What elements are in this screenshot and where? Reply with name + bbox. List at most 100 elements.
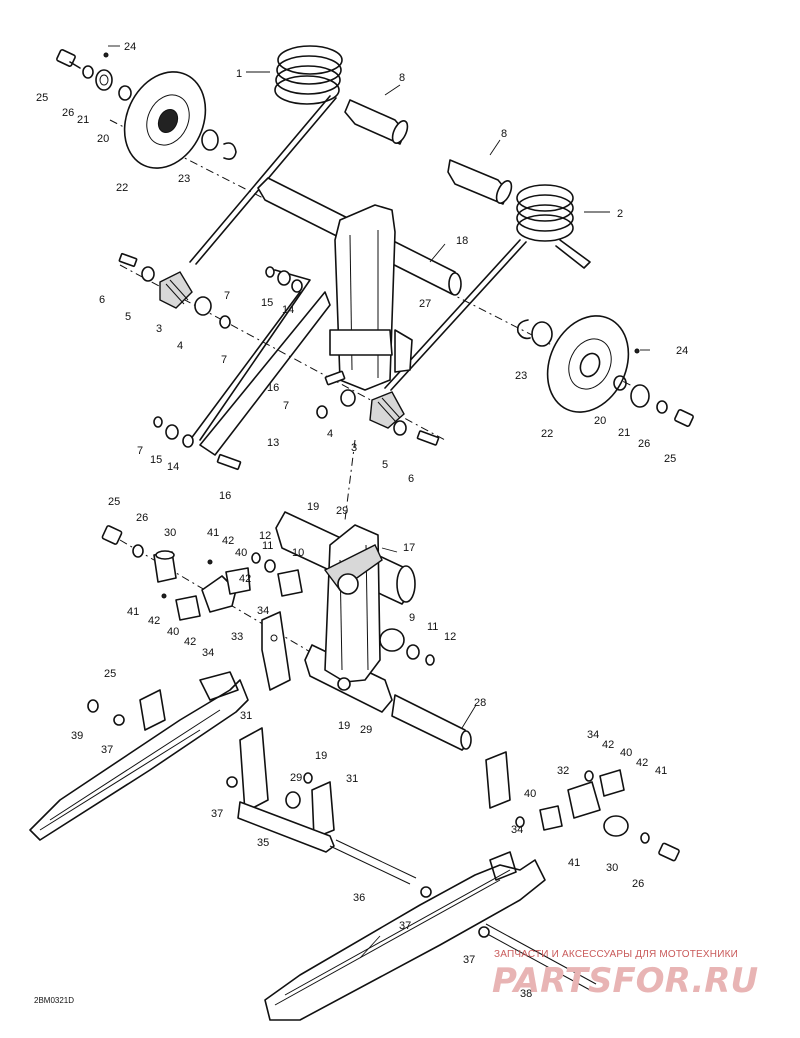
callout-label: 8 — [399, 72, 405, 84]
callout-label: 29 — [290, 772, 302, 784]
callout-label: 15 — [261, 297, 273, 309]
callout-label: 35 — [257, 837, 269, 849]
callout-label: 19 — [315, 750, 327, 762]
left-wheel-hardware — [56, 49, 132, 101]
callout-label: 34 — [587, 729, 599, 741]
callout-label: 8 — [501, 128, 507, 140]
callout-label: 7 — [224, 290, 230, 302]
callout-label: 7 — [283, 400, 289, 412]
callout-label: 25 — [36, 92, 48, 104]
callout-label: 37 — [399, 920, 411, 932]
watermark: ЗАПЧАСТИ И АКСЕССУАРЫ ДЛЯ МОТОТЕХНИКИ PA… — [492, 949, 758, 1001]
callout-label: 4 — [327, 428, 333, 440]
callout-label: 18 — [456, 235, 468, 247]
callout-label: 34 — [511, 824, 523, 836]
callout-label: 31 — [240, 710, 252, 722]
callout-label: 25 — [104, 668, 116, 680]
top-axle-assembly — [56, 45, 694, 521]
callout-label: 40 — [524, 788, 536, 800]
upper-center-arm — [329, 204, 413, 391]
callout-label: 6 — [99, 294, 105, 306]
callout-label: 32 — [557, 765, 569, 777]
svg-text:PARTSFOR.RU: PARTSFOR.RU — [492, 961, 758, 1001]
idler-wheel-right — [516, 315, 694, 427]
callout-label: 34 — [257, 605, 269, 617]
callout-label: 40 — [620, 747, 632, 759]
callout-label: 3 — [156, 323, 162, 335]
lower-frame-assembly — [29, 671, 680, 1021]
callout-label: 19 — [338, 720, 350, 732]
callout-label: 25 — [664, 453, 676, 465]
sleeve-upper — [344, 99, 409, 145]
pivot-arm-right — [316, 370, 440, 446]
callout-label: 27 — [419, 298, 431, 310]
callout-label: 42 — [148, 615, 160, 627]
callout-label: 36 — [353, 892, 365, 904]
middle-arm-assembly — [101, 511, 472, 751]
callout-label: 13 — [267, 437, 279, 449]
callout-label: 41 — [127, 606, 139, 618]
callout-label: 11 — [262, 540, 273, 552]
callout-label: 42 — [222, 535, 234, 547]
callout-label: 24 — [676, 345, 688, 357]
callout-label: 26 — [62, 107, 74, 119]
callout-label: 11 — [427, 621, 438, 633]
callout-label: 40 — [235, 547, 247, 559]
callout-label: 41 — [568, 857, 580, 869]
callout-label: 37 — [463, 954, 475, 966]
callout-label: 14 — [282, 304, 294, 316]
callout-label: 23 — [515, 370, 527, 382]
callout-label: 29 — [336, 505, 348, 517]
callout-label: 28 — [474, 697, 486, 709]
callout-label: 15 — [150, 454, 162, 466]
callout-label: 29 — [360, 724, 372, 736]
svg-text:ЗАПЧАСТИ И АКСЕССУАРЫ ДЛЯ МОТО: ЗАПЧАСТИ И АКСЕССУАРЫ ДЛЯ МОТОТЕХНИКИ — [494, 949, 738, 960]
callout-label: 7 — [221, 354, 227, 366]
callout-label: 31 — [346, 773, 358, 785]
callout-label: 30 — [164, 527, 176, 539]
callout-label: 16 — [219, 490, 231, 502]
callout-label: 5 — [382, 459, 388, 471]
callout-label: 20 — [594, 415, 606, 427]
callout-label: 22 — [116, 182, 128, 194]
callout-label: 37 — [101, 744, 113, 756]
callouts: 1233445566777788910111112121314141515161… — [36, 41, 688, 1000]
callout-label: 42 — [239, 573, 251, 585]
callout-label: 9 — [409, 612, 415, 624]
callout-label: 34 — [202, 647, 214, 659]
torsion-spring-left — [189, 45, 343, 265]
callout-label: 42 — [184, 636, 196, 648]
callout-label: 30 — [606, 862, 618, 874]
callout-label: 12 — [444, 631, 456, 643]
sleeve-lower — [447, 159, 513, 205]
callout-label: 2 — [617, 208, 623, 220]
idler-wheel-left — [123, 71, 237, 169]
callout-label: 38 — [520, 988, 532, 1000]
callout-label: 41 — [655, 765, 667, 777]
callout-label: 19 — [307, 501, 319, 513]
callout-label: 10 — [292, 547, 304, 559]
callout-label: 3 — [351, 442, 357, 454]
callout-label: 21 — [618, 427, 630, 439]
drawing-code: 2BM0321D — [34, 996, 74, 1005]
callout-label: 6 — [408, 473, 414, 485]
callout-label: 16 — [267, 382, 279, 394]
callout-label: 42 — [602, 739, 614, 751]
callout-label: 25 — [108, 496, 120, 508]
callout-label: 26 — [638, 438, 650, 450]
callout-label: 24 — [124, 41, 136, 53]
callout-label: 20 — [97, 133, 109, 145]
link-rods — [153, 266, 331, 471]
callout-label: 33 — [231, 631, 243, 643]
callout-label: 42 — [636, 757, 648, 769]
callout-label: 17 — [403, 542, 415, 554]
callout-label: 26 — [136, 512, 148, 524]
callout-label: 7 — [137, 445, 143, 457]
callout-label: 40 — [167, 626, 179, 638]
callout-label: 12 — [259, 530, 271, 542]
callout-label: 21 — [77, 114, 89, 126]
pivot-arm-left — [118, 252, 231, 329]
callout-label: 39 — [71, 730, 83, 742]
callout-label: 5 — [125, 311, 131, 323]
